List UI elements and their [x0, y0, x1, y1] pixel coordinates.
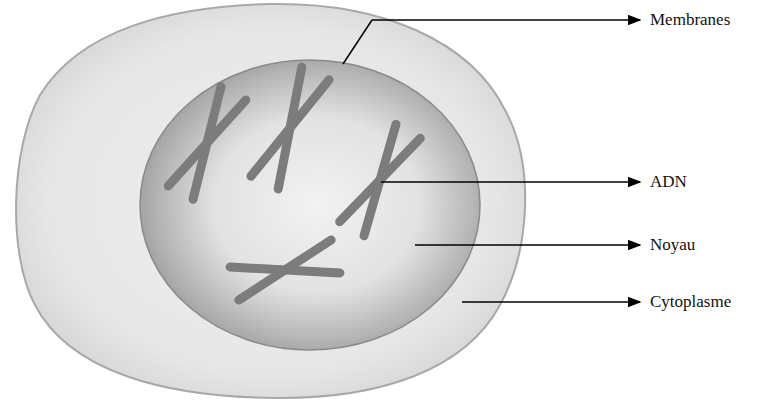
part-label: Cytoplasme	[648, 292, 733, 312]
part-label: ADN	[648, 172, 689, 192]
part-label: Membranes	[648, 10, 732, 30]
chromatid	[364, 124, 396, 235]
chromatid	[230, 267, 340, 273]
part-label: Noyau	[648, 235, 697, 255]
leader-line	[462, 301, 640, 303]
leader-line	[343, 20, 372, 64]
leader-line	[372, 19, 640, 21]
chromosomes	[168, 67, 420, 300]
leader-lines	[343, 20, 640, 302]
cell-membrane	[16, 4, 525, 398]
chromatid	[278, 67, 302, 189]
leader-line	[415, 244, 640, 246]
leader-line	[381, 181, 640, 183]
chromatid	[193, 87, 221, 200]
nucleus	[140, 60, 480, 350]
